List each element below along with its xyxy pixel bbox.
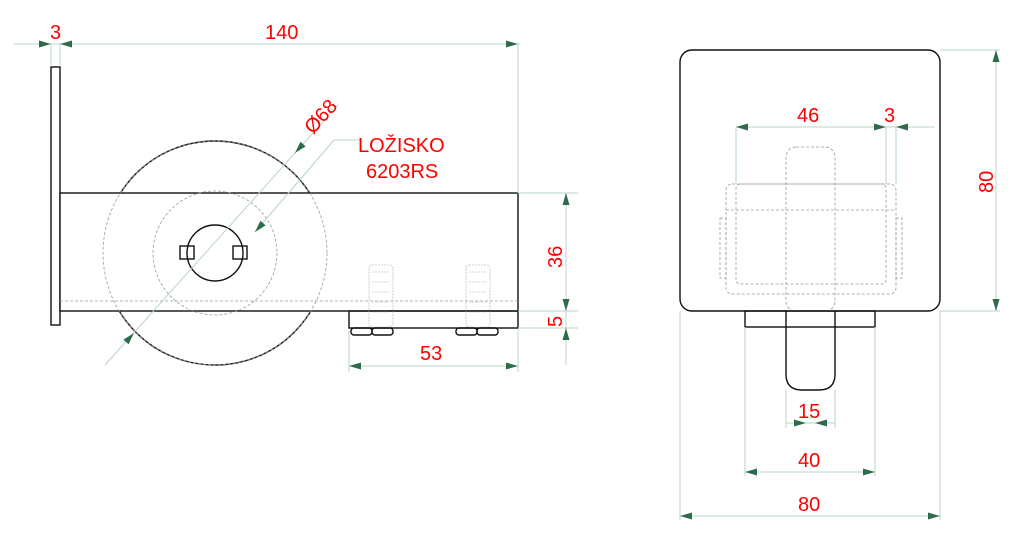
dim-overall-width: 80	[798, 494, 820, 516]
dimension-base-width	[744, 327, 876, 476]
axle-key-right	[232, 245, 248, 260]
bearing-note-line2: 6203RS	[366, 161, 438, 183]
front-wheel	[785, 311, 836, 391]
bolt-left	[350, 264, 394, 336]
side-view: 3 140 Ø68 LOŽISKO 6203RS 36 5	[14, 22, 578, 372]
front-view: 46 3 80 15 40	[679, 49, 1000, 520]
front-base-plate	[744, 310, 876, 328]
dimension-top	[14, 40, 520, 193]
bearing-note-line1: LOŽISKO	[358, 134, 445, 157]
base-plate	[348, 310, 519, 329]
carriage-hidden	[725, 183, 897, 295]
dimension-inner-width	[735, 123, 935, 184]
dimension-overall-height	[940, 49, 1000, 312]
dim-base-thickness: 5	[545, 316, 567, 327]
dimension-wheel-width	[785, 390, 836, 428]
dimension-right	[518, 192, 578, 365]
dim-overall-length: 140	[265, 22, 298, 44]
bolt-right	[455, 264, 499, 336]
dim-plate-thickness: 3	[50, 22, 61, 44]
axle-key-left	[179, 245, 195, 260]
dim-wheel-width: 15	[798, 401, 820, 423]
wheel-hidden	[785, 146, 836, 312]
dim-profile-height: 36	[545, 246, 567, 268]
profile-section	[679, 49, 941, 312]
dim-inner-width: 46	[797, 105, 819, 127]
dim-base-width: 40	[798, 450, 820, 472]
dim-wall-thickness: 3	[884, 105, 895, 127]
dimension-base-length	[348, 330, 519, 372]
dimension-overall-width	[679, 311, 941, 520]
dim-overall-height: 80	[976, 171, 998, 193]
mounting-plate	[50, 66, 61, 326]
dim-wheel-diameter: Ø68	[300, 96, 342, 139]
bearing-hidden-circle	[152, 190, 278, 316]
profile-body	[59, 192, 519, 312]
wheel-hidden-outline	[102, 140, 328, 366]
dim-base-length: 53	[420, 343, 442, 365]
axle-hole	[186, 224, 244, 282]
dimension-diameter	[104, 104, 360, 366]
